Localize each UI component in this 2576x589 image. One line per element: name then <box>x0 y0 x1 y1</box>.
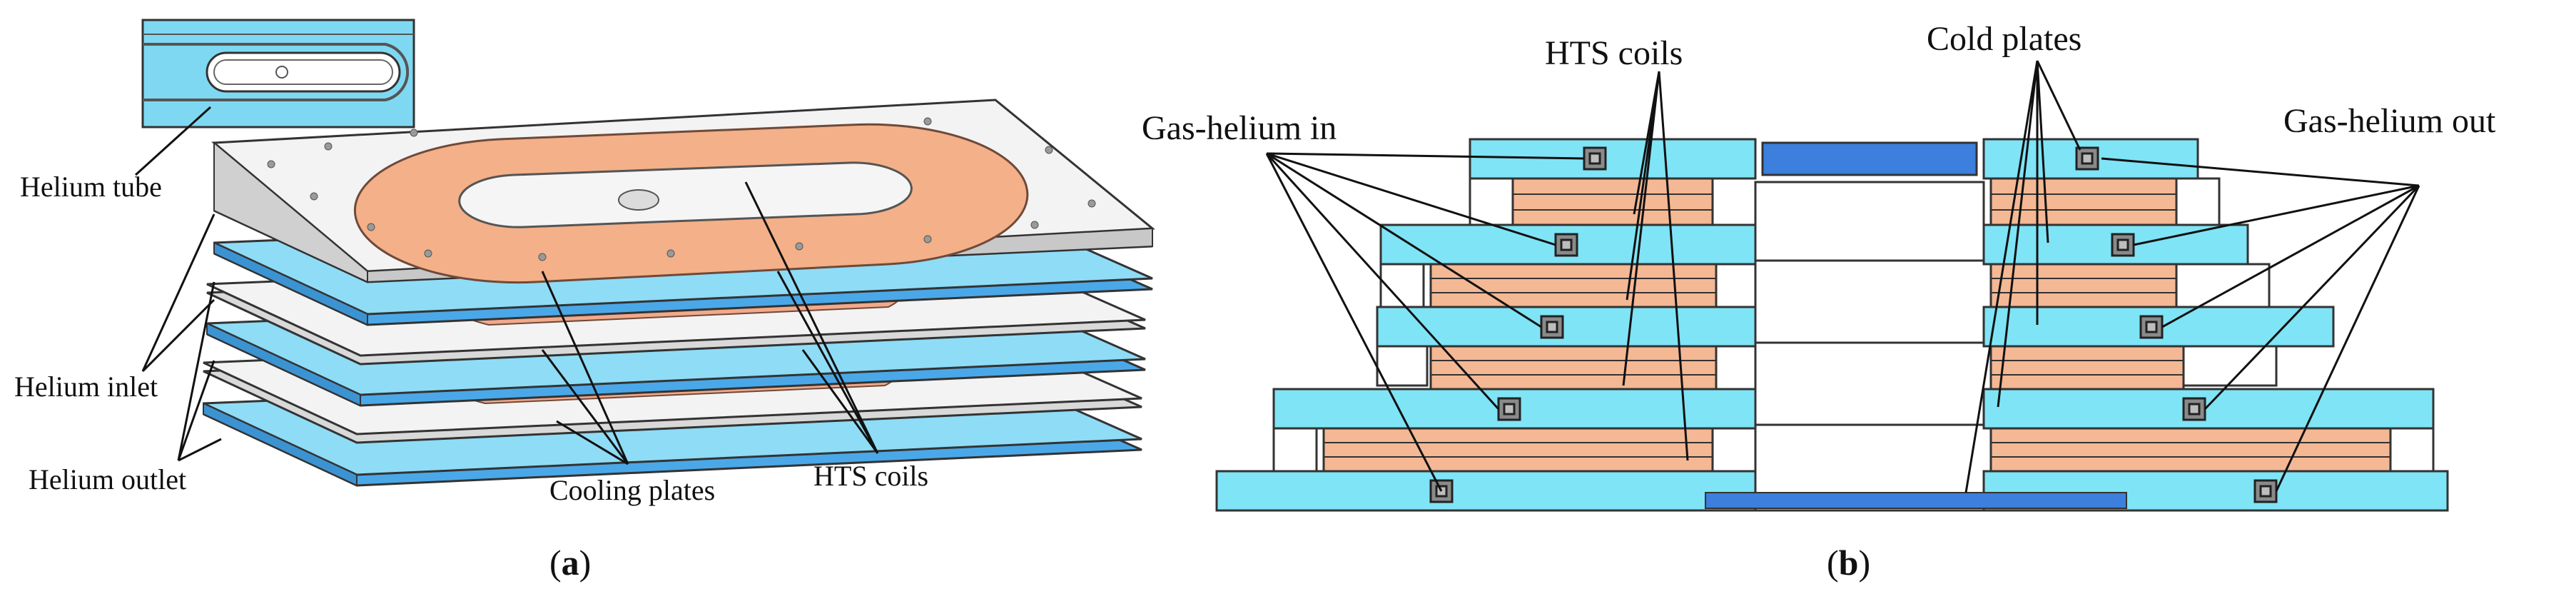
label-hts-coils-a: HTS coils <box>813 460 928 492</box>
cold-plate-4-right <box>1982 388 2435 430</box>
leader-hts-coils-a <box>744 181 879 454</box>
leader-cooling-plates <box>541 271 629 465</box>
cold-plate-3-left <box>1376 306 1757 348</box>
label-helium-outlet: Helium outlet <box>29 463 186 495</box>
cold-plate-5-left <box>1215 470 1757 512</box>
hts-coil-top <box>353 123 1029 284</box>
hts-coils-left <box>1322 177 1718 473</box>
coil-windings <box>1324 193 2390 458</box>
leader-hts-coils-b <box>1622 71 1689 461</box>
label-helium-inlet: Helium inlet <box>14 371 158 403</box>
label-cold-plates: Cold plates <box>1927 20 2081 58</box>
leader-helium-tube <box>134 106 212 176</box>
label-hts-coils-b: HTS coils <box>1545 34 1683 72</box>
label-cooling-plates: Cooling plates <box>549 474 715 506</box>
leader-helium-outlet <box>177 281 222 462</box>
label-gas-helium-out: Gas-helium out <box>2283 102 2496 140</box>
label-helium-tube: Helium tube <box>20 171 162 203</box>
leader-helium-inlet <box>141 213 215 373</box>
screw-holes <box>267 117 1096 261</box>
caption-a: (a) <box>549 543 591 583</box>
caption-b: (b) <box>1827 543 1870 583</box>
leader-cold-plates <box>1964 60 2081 493</box>
bottom-blue-insert <box>1705 492 2127 509</box>
panel-a: Helium tube Helium inlet Helium outlet C… <box>14 19 1155 583</box>
leader-gas-helium-in <box>1265 152 1585 492</box>
panel-b: Gas-helium in HTS coils Cold plates Gas-… <box>1142 20 2496 583</box>
cold-plate-1-left <box>1469 138 1757 180</box>
top-blue-insert <box>1761 141 1978 176</box>
helium-tube-inset <box>141 19 415 129</box>
helium-channels <box>1429 146 2278 503</box>
cold-plates <box>1215 138 2449 512</box>
leader-gas-helium-out <box>2101 157 2420 492</box>
label-gas-helium-in: Gas-helium in <box>1142 109 1337 147</box>
